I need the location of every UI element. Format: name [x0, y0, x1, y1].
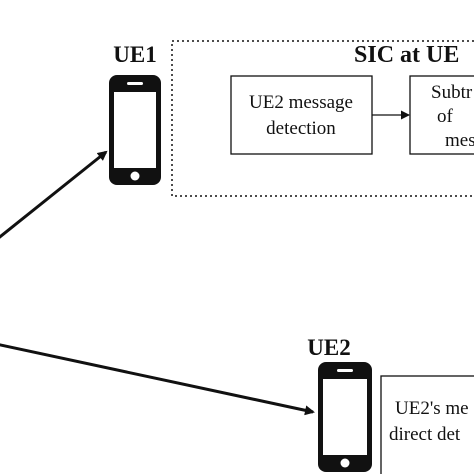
subtraction-line1: Subtr: [431, 82, 473, 103]
ue1-phone-icon: [109, 75, 161, 185]
ue2-phone-icon: [318, 362, 372, 472]
ue2-detection-line2: detection: [266, 118, 336, 139]
ue2-detection-box: [230, 75, 373, 155]
ue2-direct-line2: direct det: [389, 424, 461, 445]
sic-region: [171, 40, 474, 197]
subtraction-line2: of: [437, 106, 454, 127]
ue2-detection-line1: UE2 message: [249, 92, 353, 113]
subtraction-line3: mes: [445, 130, 474, 151]
ue2-label: UE2: [307, 335, 350, 360]
bs-to-ue2-arrow: [0, 343, 315, 416]
bs-to-ue1-arrow: [0, 150, 108, 239]
ue2-direct-line1: UE2's me: [395, 398, 469, 419]
sic-region-title: SIC at UE: [354, 42, 459, 68]
ue2-direct-detection-box: [380, 375, 474, 474]
ue1-label: UE1: [113, 42, 156, 67]
subtraction-box: [409, 75, 474, 155]
